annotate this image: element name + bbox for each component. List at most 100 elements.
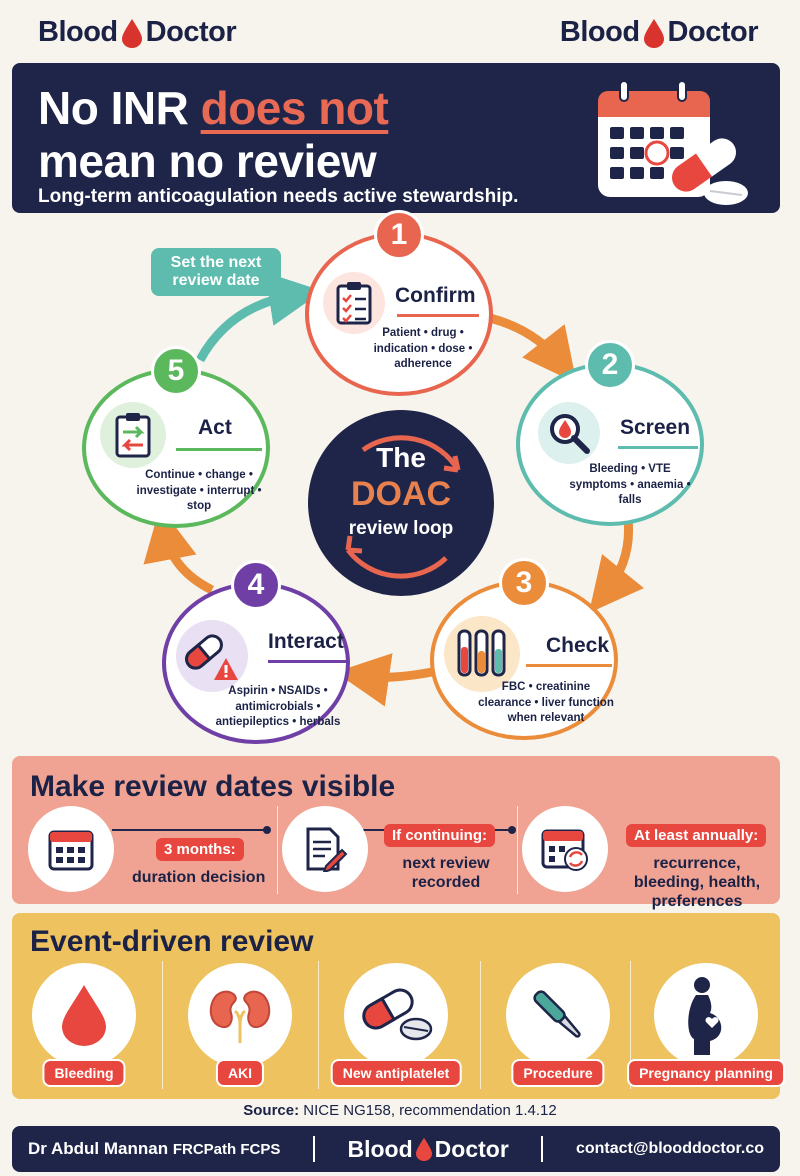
source-label: Source: [243,1102,300,1119]
test-tubes-icon [444,616,520,692]
blood-drop-icon [121,18,142,48]
review-dates-heading: Make review dates visible [30,770,396,803]
event-driven-heading: Event-driven review [30,925,314,958]
review-date-item: At least annually: recurrence, bleeding,… [522,806,777,910]
divider [162,961,163,1089]
review-dates-panel: Make review dates visible 3 months: dura… [12,756,780,910]
step-rule [526,664,612,667]
step-number: 2 [585,340,635,390]
center-line1: The [376,442,426,473]
step-number: 4 [231,560,281,610]
calendar-pill-icon [598,80,748,205]
pregnant-woman-icon [654,963,758,1067]
step-rule [176,448,262,451]
blood-drop-icon [643,18,664,48]
document-pen-icon [282,806,368,892]
step-desc: Aspirin • NSAIDs • antimicrobials • anti… [215,685,341,729]
event-item-bleeding: Bleeding [14,963,154,1093]
review-loop-arrows [143,272,644,707]
author-credentials: FRCPath FCPS [172,1141,281,1158]
source-text: NICE NG158, recommendation 1.4.12 [303,1102,557,1119]
doac-review-loop-center: The DOAC review loop [308,410,494,596]
divider [318,961,319,1089]
step-title: Act [198,416,232,439]
brand-word-blood: Blood [347,1135,413,1162]
step-check: 3 Check FBC • creatinine clearance • liv… [430,558,618,740]
contact-email[interactable]: contact@blooddoctor.co [575,1140,764,1157]
date-text: recurrence, bleeding, health, preference… [633,855,761,911]
step-title: Confirm [395,284,476,307]
author-name-text: Dr Abdul Mannan [28,1139,169,1158]
center-line3: review loop [348,518,454,539]
event-item-procedure: Procedure [488,963,628,1093]
clipboard-checklist-icon [323,272,385,334]
step-desc: Patient • drug • indication • dose • adh… [373,327,473,371]
divider [517,806,518,894]
event-item-new-antiplatelet: New antiplatelet [326,963,466,1093]
kidneys-icon [188,963,292,1067]
brand-word-doctor: Doctor [667,16,759,48]
date-text: duration decision [132,869,266,886]
step-screen: 2 Screen Bleeding • VTE symptoms • anaem… [516,340,704,526]
event-label: AKI [215,1059,265,1087]
review-date-item: 3 months: duration decision [28,806,278,896]
step-title: Interact [268,630,344,653]
step-title: Screen [620,416,691,439]
event-label: Procedure [511,1059,605,1087]
blood-drop-icon [415,1137,432,1161]
date-pill: 3 months: [156,838,244,861]
divider [541,1136,544,1162]
header-banner: No INR does not mean no review Long-term… [12,63,780,213]
divider [480,961,481,1089]
step-desc: Bleeding • VTE symptoms • anaemia • fall… [569,463,691,507]
set-next-review-label: Set the next review date [151,248,281,296]
divider [630,961,631,1089]
step-title: Check [546,634,610,657]
event-label: New antiplatelet [330,1059,462,1087]
calendar-refresh-icon [522,806,608,892]
brand-logo-right: Blood Doctor [559,16,759,49]
title-part1: No INR [38,82,201,134]
step-rule [268,660,348,663]
review-date-item: If continuing: next review recorded [280,806,520,896]
step-interact: 4 Interact Aspirin • NSAIDs • antimicrob… [162,560,350,744]
footer-bar: Dr Abdul Mannan FRCPath FCPS Blood Docto… [12,1126,780,1172]
brand-word-doctor: Doctor [145,16,237,48]
divider [277,806,278,894]
event-driven-panel: Event-driven review Bleeding AKI New ant… [12,913,785,1099]
pill-warning-icon [176,620,248,692]
date-pill: At least annually: [626,824,767,847]
scalpel-icon [506,963,610,1067]
author-name: Dr Abdul Mannan FRCPath FCPS [28,1139,280,1159]
title-accent: does not [200,82,389,134]
brand-word-doctor: Doctor [434,1135,509,1162]
date-pill: If continuing: [384,824,495,847]
page-subtitle: Long-term anticoagulation needs active s… [38,186,519,207]
capsule-tablet-icon [344,963,448,1067]
step-desc: Continue • change • investigate • interr… [136,469,262,513]
divider [312,1136,315,1162]
step-number: 1 [374,210,424,260]
event-item-aki: AKI [170,963,310,1093]
step-rule [397,314,479,317]
brand-word-blood: Blood [559,16,640,48]
cycle-arrows-icon [345,435,461,579]
step-number: 3 [499,558,549,608]
step-act: 5 Act Continue • change • investigate • … [82,346,270,528]
calendar-icon [28,806,114,892]
brand-word-blood: Blood [38,16,118,48]
source-citation: Source: NICE NG158, recommendation 1.4.1… [0,1102,800,1119]
footer-logo: Blood Doctor [348,1136,509,1163]
blood-drop-icon [32,963,136,1067]
magnifier-blood-drop-icon [538,402,600,464]
step-confirm: 1 Confirm Patient • drug • indication • … [305,210,493,396]
date-text: next review recorded [402,855,490,892]
event-label: Bleeding [42,1059,126,1087]
step-rule [618,446,698,449]
step-desc: FBC • creatinine clearance • liver funct… [478,681,614,725]
page-title-line2: mean no review [38,135,377,187]
step-number: 5 [151,346,201,396]
page-title-line1: No INR does not [38,82,389,134]
brand-logo-left: Blood Doctor [38,16,237,49]
clipboard-arrows-icon [100,402,166,468]
